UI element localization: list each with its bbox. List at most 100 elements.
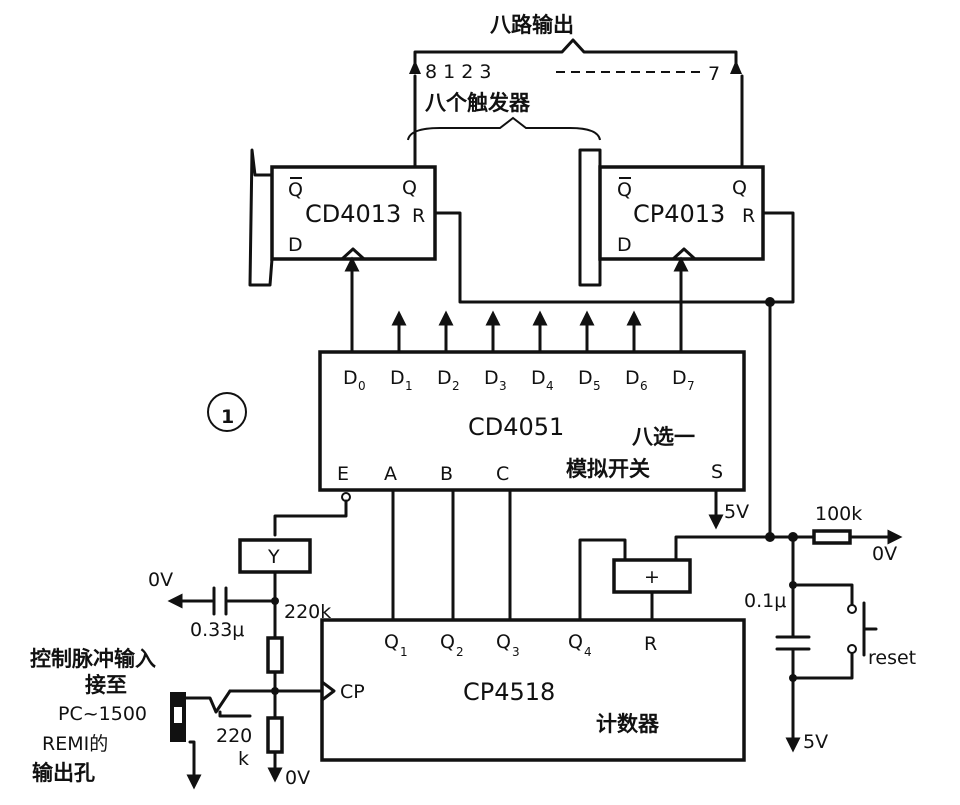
mux-output-d4-sub: 4 bbox=[546, 379, 554, 393]
counter-q2-sub: 2 bbox=[456, 645, 464, 659]
counter-q1-sub: 1 bbox=[400, 645, 408, 659]
counter-name: CP4518 bbox=[463, 678, 555, 706]
input-label-line3: PC~1500 bbox=[58, 703, 147, 725]
mux-output-d5-sub: 5 bbox=[593, 379, 601, 393]
bottom-five-volt: 5V bbox=[803, 731, 828, 753]
mux-output-d6-letter: D bbox=[625, 367, 640, 389]
cap-right-label: 0.1μ bbox=[744, 590, 786, 612]
output-bracket bbox=[413, 38, 738, 68]
mux-pin-s: S bbox=[711, 461, 723, 483]
resistor-220k bbox=[266, 636, 284, 674]
bracket-left-arrow bbox=[409, 60, 421, 74]
resistor-220k-label: 220k bbox=[284, 601, 331, 623]
counter-q1: Q 1 bbox=[384, 631, 408, 659]
flipflop-right-d: D bbox=[617, 234, 632, 256]
counter-r: R bbox=[644, 633, 657, 655]
mux-output-d7-letter: D bbox=[672, 367, 687, 389]
flipflop-right-name: CP4013 bbox=[633, 200, 725, 228]
mux-desc1: 八选一 bbox=[632, 425, 695, 449]
mux-output-d2-letter: D bbox=[437, 367, 452, 389]
trigger-brace bbox=[407, 116, 601, 141]
mux-output-d1-letter: D bbox=[390, 367, 405, 389]
trigger-label: 八个触发器 bbox=[425, 91, 531, 115]
flipflop-right-r: R bbox=[742, 205, 755, 227]
resistor-100k bbox=[812, 529, 852, 545]
input-jack-ground bbox=[186, 740, 202, 790]
top-five-volt: 5V bbox=[724, 501, 749, 523]
flipflop-right-feedback bbox=[578, 148, 602, 287]
flipflop-left-feedback bbox=[248, 148, 274, 287]
reset-label: reset bbox=[868, 647, 916, 669]
enable-wire bbox=[273, 499, 348, 537]
counter-q3-letter: Q bbox=[496, 631, 511, 653]
reset-junction-top bbox=[765, 297, 775, 307]
flipflop-left-qbar: Q bbox=[288, 179, 303, 201]
outputs-title: 八路输出 bbox=[490, 13, 574, 37]
left-zero-volt: 0V bbox=[148, 569, 173, 591]
mux-output-d3-sub: 3 bbox=[499, 379, 507, 393]
counter-q2-letter: Q bbox=[440, 631, 455, 653]
right-zero-volt: 0V bbox=[872, 543, 897, 565]
mux-output-d0-sub: 0 bbox=[358, 379, 366, 393]
mux-name: CD4051 bbox=[468, 413, 564, 441]
mux-output-d4-letter: D bbox=[531, 367, 546, 389]
wire-or-input-reset bbox=[674, 535, 792, 562]
output-number-last: 7 bbox=[708, 63, 720, 85]
flipflop-left-clock bbox=[340, 247, 366, 261]
input-jack-slot bbox=[174, 707, 182, 723]
mux-output-d7-sub: 7 bbox=[687, 379, 695, 393]
counter-cp: CP bbox=[340, 681, 365, 703]
or-gate-label: + bbox=[644, 566, 660, 588]
counter-q3-sub: 3 bbox=[512, 645, 520, 659]
mux-desc2: 模拟开关 bbox=[566, 457, 650, 481]
mux-pin-c: C bbox=[496, 463, 509, 485]
inverter-label: Y bbox=[267, 546, 280, 568]
counter-q4-letter: Q bbox=[568, 631, 583, 653]
reset-junction-mid bbox=[765, 532, 775, 542]
mux-output-d2-sub: 2 bbox=[452, 379, 460, 393]
mux-output-d1-sub: 1 bbox=[405, 379, 413, 393]
mux-output-d3-letter: D bbox=[484, 367, 499, 389]
resistor-220-label: 220 bbox=[216, 725, 252, 747]
cap-left-label: 0.33μ bbox=[190, 619, 244, 641]
counter-q3: Q 3 bbox=[496, 631, 520, 659]
reset-bus-right bbox=[761, 211, 795, 304]
counter-desc: 计数器 bbox=[596, 712, 660, 736]
reset-bus bbox=[433, 211, 772, 304]
resistor-220-unit: k bbox=[238, 748, 249, 770]
figure-number-circle bbox=[207, 392, 247, 432]
mux-pin-a: A bbox=[384, 463, 397, 485]
resistor-220 bbox=[266, 716, 284, 754]
input-label-line1: 控制脉冲输入 bbox=[30, 647, 156, 671]
wire-q4-to-or bbox=[578, 538, 627, 622]
resistor-100k-label: 100k bbox=[815, 503, 862, 525]
reset-switch-contact-top bbox=[847, 604, 857, 614]
mux-output-d6-sub: 6 bbox=[640, 379, 648, 393]
mux-pin-e: E bbox=[337, 463, 349, 485]
mux-pin-b: B bbox=[440, 463, 453, 485]
flipflop-right-q: Q bbox=[732, 177, 747, 199]
input-jack-sleeve bbox=[218, 710, 252, 718]
counter-q1-letter: Q bbox=[384, 631, 399, 653]
mux-output-d5-letter: D bbox=[578, 367, 593, 389]
reset-switch-top-wire bbox=[791, 583, 854, 606]
figure-number: 1 bbox=[221, 406, 234, 428]
counter-q4-sub: 4 bbox=[584, 645, 592, 659]
flipflop-left-r: R bbox=[412, 205, 425, 227]
flipflop-left-q: Q bbox=[402, 177, 417, 199]
flipflop-right-qbar: Q bbox=[617, 179, 632, 201]
flipflop-left-d: D bbox=[288, 234, 303, 256]
input-label-line2: 接至 bbox=[85, 673, 127, 697]
reset-switch-contact-bottom bbox=[847, 644, 857, 654]
input-jack-tip bbox=[184, 689, 232, 714]
counter-q4: Q 4 bbox=[568, 631, 592, 659]
reset-switch-bottom-wire bbox=[791, 652, 854, 680]
input-label-line5: 输出孔 bbox=[32, 761, 95, 785]
flipflop-left-name: CD4013 bbox=[305, 200, 401, 228]
bracket-right-arrow bbox=[730, 60, 742, 74]
flipflop-right-clock bbox=[671, 247, 697, 261]
counter-box bbox=[320, 618, 746, 762]
mux-box bbox=[318, 350, 746, 492]
